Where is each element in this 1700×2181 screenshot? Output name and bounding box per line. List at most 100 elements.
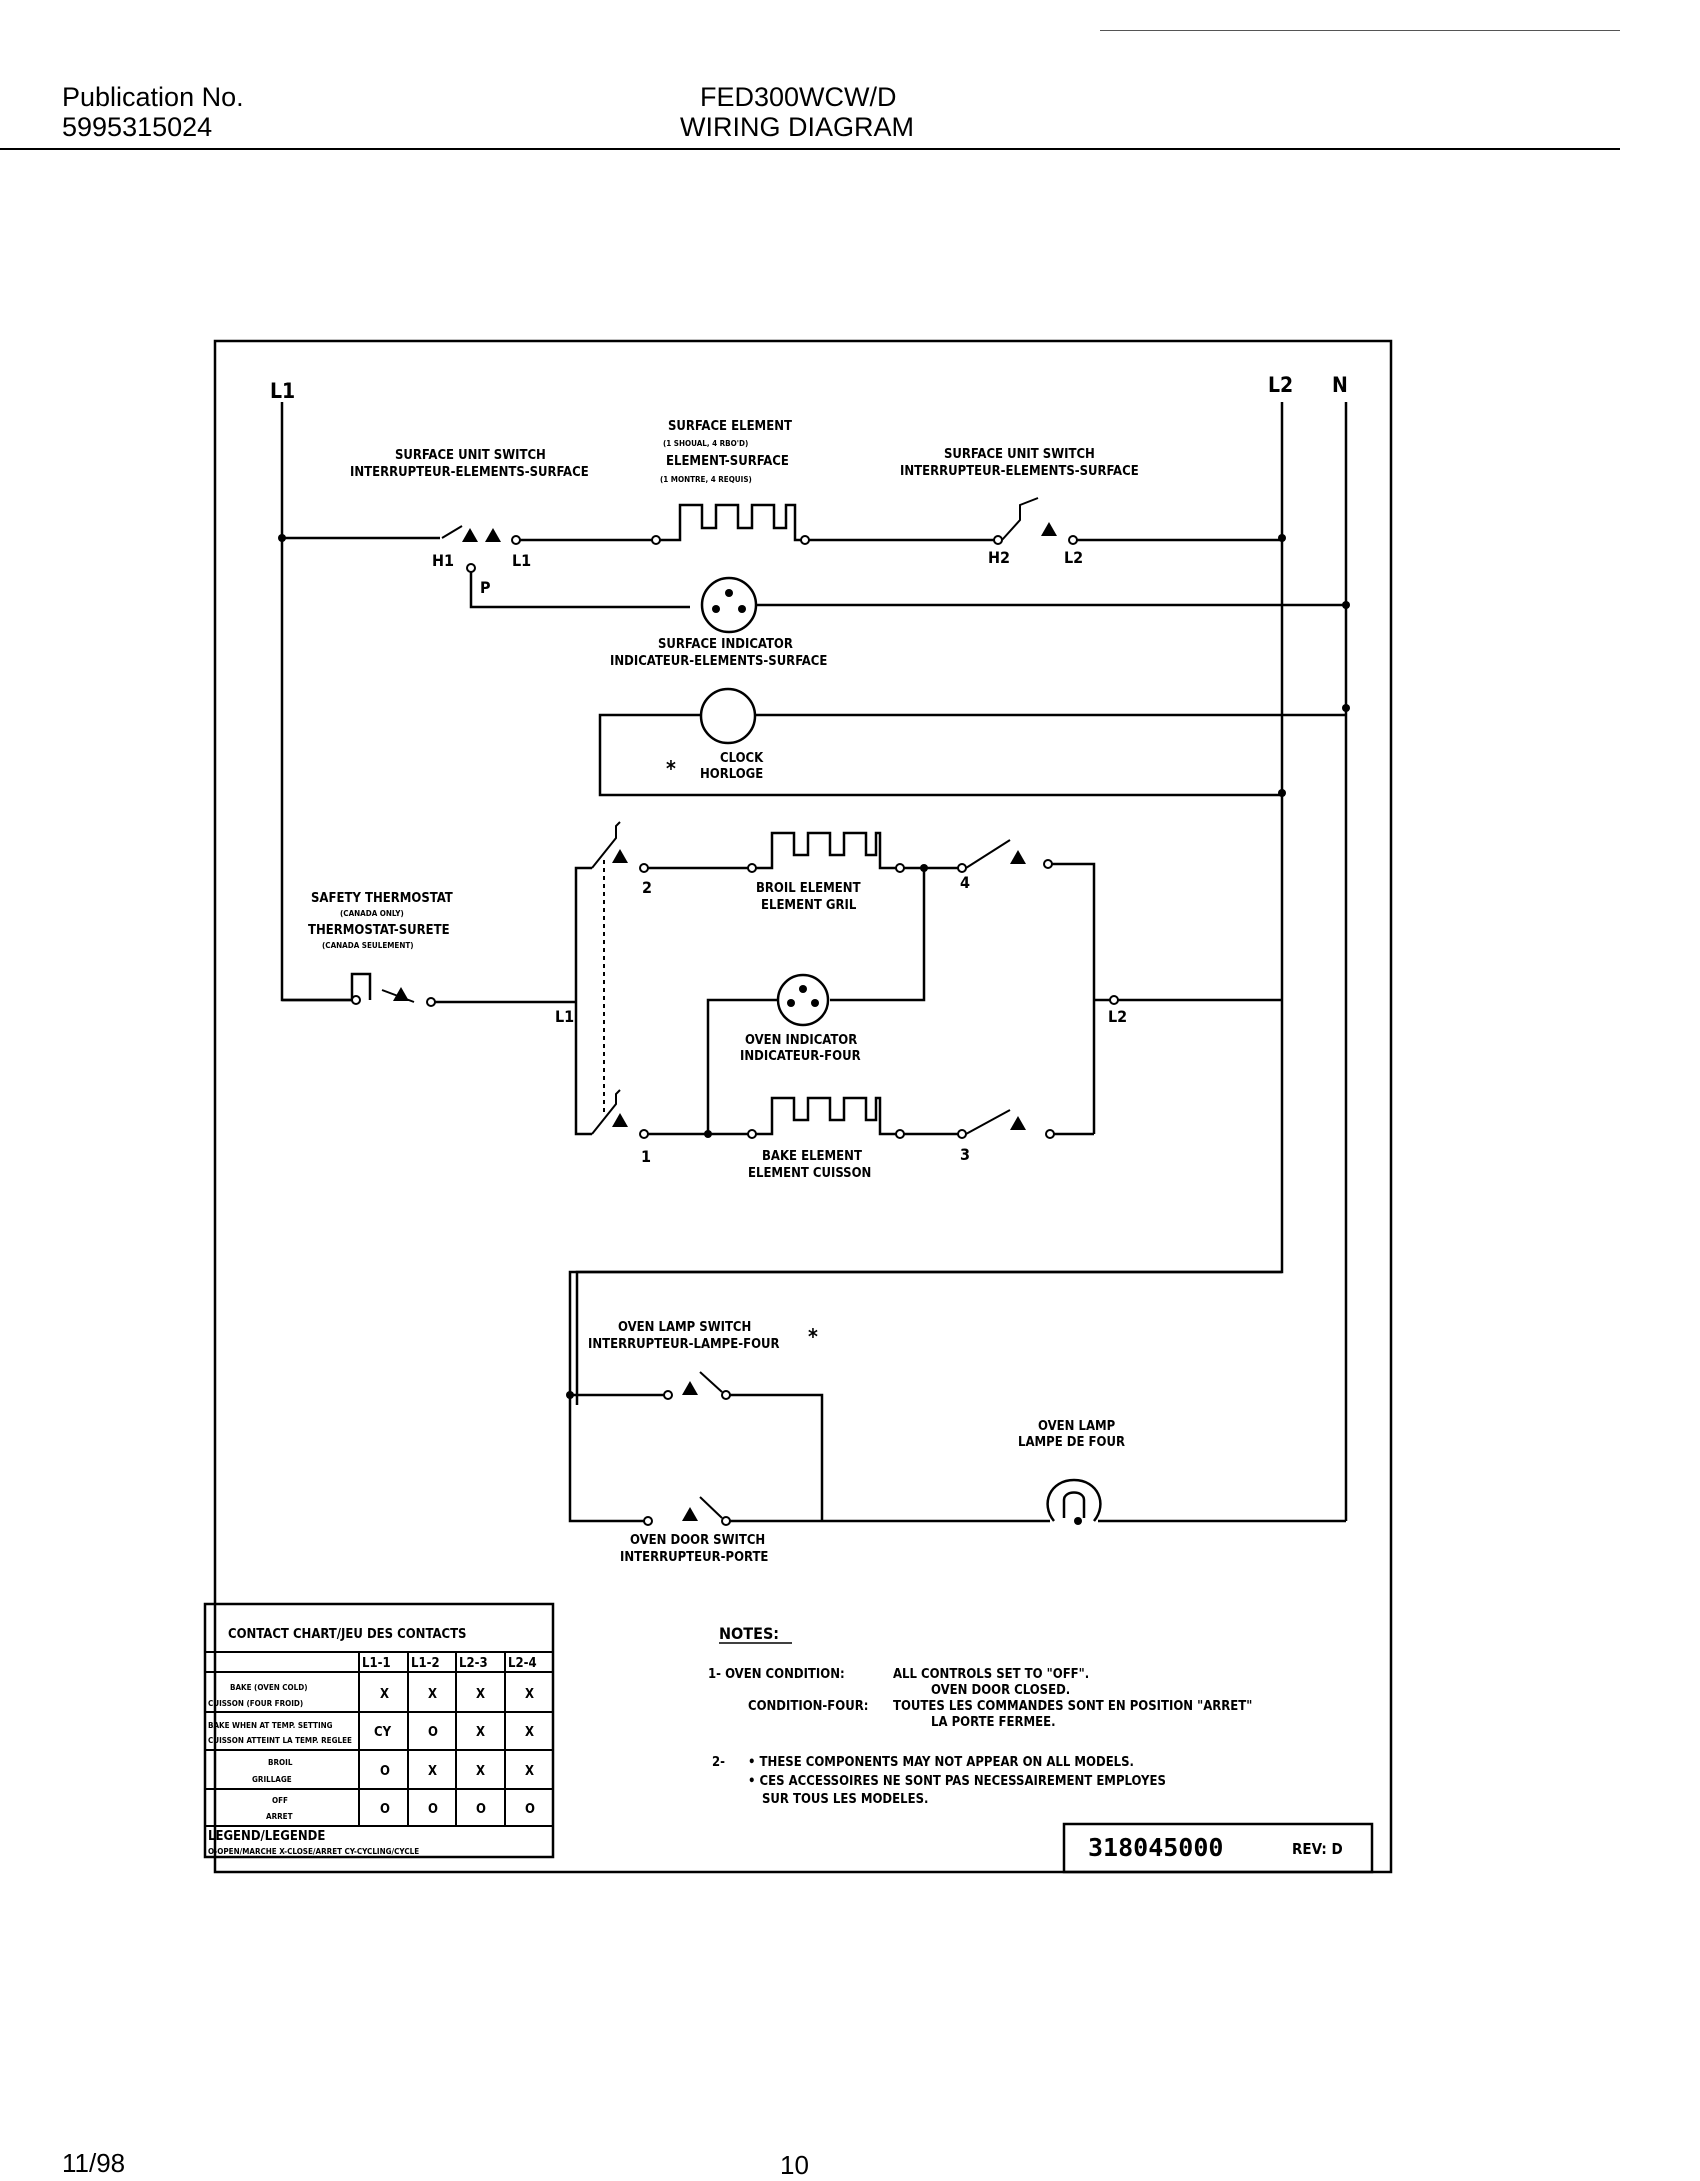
terminal <box>895 863 905 873</box>
note-1-text: TOUTES LES COMMANDES SONT EN POSITION "A… <box>893 1699 1252 1714</box>
junction-dot <box>1278 534 1286 542</box>
terminal-l1-oven-label: L1 <box>555 1007 574 1026</box>
chart-cell: X <box>476 1725 485 1740</box>
terminal <box>351 995 361 1005</box>
switch-contact-triangle <box>1010 1116 1026 1130</box>
oven-lamp-switch-label: OVEN LAMP SWITCH <box>618 1320 751 1335</box>
note-1-text: OVEN DOOR CLOSED. <box>931 1683 1070 1698</box>
chart-cell: O <box>428 1802 438 1817</box>
chart-col-header: L2-3 <box>459 1656 488 1671</box>
safety-thermostat-label: SAFETY THERMOSTAT <box>311 891 453 906</box>
broil-switch-blade <box>965 839 1011 869</box>
terminal-1-label: 1 <box>641 1147 651 1166</box>
terminal <box>895 1129 905 1139</box>
terminal <box>1045 1129 1055 1139</box>
oven-lamp-switch-asterisk: * <box>808 1325 818 1349</box>
lamp-pin <box>811 999 819 1007</box>
terminal-p-label: P <box>480 578 491 597</box>
switch-contact-triangle <box>485 528 501 542</box>
clock-asterisk: * <box>666 757 676 781</box>
surface-indicator-label: SURFACE INDICATOR <box>658 637 793 652</box>
terminal <box>721 1516 731 1526</box>
oven-lamp-wire-outer <box>568 1270 1282 1523</box>
thermostat-blade <box>381 989 415 1003</box>
wire <box>706 998 778 1134</box>
lamp-pin <box>787 999 795 1007</box>
chart-col-header: L2-4 <box>508 1656 537 1671</box>
clock-label-fr: HORLOGE <box>700 767 763 782</box>
l1-line-label: L1 <box>270 379 295 403</box>
header-rule <box>0 148 1620 150</box>
chart-row-label: ARRET <box>266 1812 293 1821</box>
terminal-l1-top-label: L1 <box>512 551 531 570</box>
note-1-label-fr: CONDITION-FOUR: <box>748 1699 868 1714</box>
note-2-text: • CES ACCESSOIRES NE SONT PAS NECESSAIRE… <box>748 1774 1166 1789</box>
lamp-pin <box>725 589 733 597</box>
terminal-l2-oven-label: L2 <box>1108 1007 1127 1026</box>
wire <box>1052 862 1096 1134</box>
surface-switch-right-label: SURFACE UNIT SWITCH <box>944 447 1095 462</box>
wire <box>574 1002 592 1136</box>
terminal <box>747 863 757 873</box>
terminal-h2 <box>993 535 1003 545</box>
oven-door-switch-label-fr: INTERRUPTEUR-PORTE <box>620 1550 768 1565</box>
chart-cell: X <box>380 1687 389 1702</box>
oven-indicator-label-fr: INDICATEUR-FOUR <box>740 1049 861 1064</box>
publication-label: Publication No. <box>62 82 244 112</box>
publication-number: 5995315024 <box>62 112 213 142</box>
l2-bus <box>575 402 1284 1405</box>
oven-door-switch-label: OVEN DOOR SWITCH <box>630 1533 765 1548</box>
bake-element-label-fr: ELEMENT CUISSON <box>748 1166 871 1181</box>
oven-lamp-label-fr: LAMPE DE FOUR <box>1018 1435 1125 1450</box>
bake-switch-blade <box>965 1109 1011 1135</box>
safety-thermostat-sub-fr: (CANADA SEULEMENT) <box>322 941 414 950</box>
surface-indicator-lamp <box>700 576 758 634</box>
part-number: 318045000 <box>1088 1833 1223 1862</box>
terminal <box>1043 859 1053 869</box>
terminal <box>721 1390 731 1400</box>
clock-label: CLOCK <box>720 751 764 766</box>
selector-contact-triangle <box>612 849 628 863</box>
surface-element-symbol <box>660 503 805 542</box>
bake-element-symbol <box>756 1096 900 1136</box>
terminal-3-label: 3 <box>960 1145 970 1164</box>
thermostat-contact-triangle <box>393 987 409 1001</box>
top-rule <box>1100 30 1620 31</box>
bake-element-label: BAKE ELEMENT <box>762 1149 862 1164</box>
oven-door-switch-blade <box>699 1496 723 1519</box>
clock-wire-left <box>598 713 1282 797</box>
chart-cell: X <box>525 1725 534 1740</box>
chart-cell: O <box>380 1802 390 1817</box>
wire <box>730 1393 824 1521</box>
broil-element-label-fr: ELEMENT GRIL <box>761 898 857 913</box>
terminal-2 <box>639 863 649 873</box>
model-number: FED300WCW/D <box>700 82 897 112</box>
chart-cell: O <box>428 1725 438 1740</box>
selector-blade-upper <box>591 821 621 869</box>
lamp-pin <box>738 605 746 613</box>
terminal-l2-top-label: L2 <box>1064 548 1083 567</box>
oven-lamp-switch-label-fr: INTERRUPTEUR-LAMPE-FOUR <box>588 1337 780 1352</box>
contact-chart-frame <box>203 1602 555 1859</box>
legend-text: O-OPEN/MARCHE X-CLOSE/ARRET CY-CYCLING/C… <box>208 1847 419 1856</box>
note-1-text: ALL CONTROLS SET TO "OFF". <box>893 1667 1089 1682</box>
surface-switch-left-label-fr: INTERRUPTEUR-ELEMENTS-SURFACE <box>350 465 589 480</box>
junction-dot <box>1342 704 1350 712</box>
note-2-text: SUR TOUS LES MODELES. <box>762 1792 928 1807</box>
surface-switch-blade-left <box>441 525 463 539</box>
surface-element-label-fr: ELEMENT-SURFACE <box>666 454 789 469</box>
junction-dot <box>1278 789 1286 797</box>
terminal <box>643 1516 653 1526</box>
safety-thermostat-sub: (CANADA ONLY) <box>340 909 404 918</box>
safety-thermostat-symbol <box>282 972 372 1002</box>
chart-cell: X <box>525 1687 534 1702</box>
oven-lamp-switch-blade <box>699 1371 723 1393</box>
terminal <box>651 535 661 545</box>
chart-cell: O <box>476 1802 486 1817</box>
chart-cell: O <box>380 1764 390 1779</box>
selector-blade-lower <box>591 1089 621 1135</box>
terminal-h2-label: H2 <box>988 548 1010 567</box>
surface-indicator-label-fr: INDICATEUR-ELEMENTS-SURFACE <box>610 654 827 669</box>
terminal-l2-top <box>1068 535 1078 545</box>
